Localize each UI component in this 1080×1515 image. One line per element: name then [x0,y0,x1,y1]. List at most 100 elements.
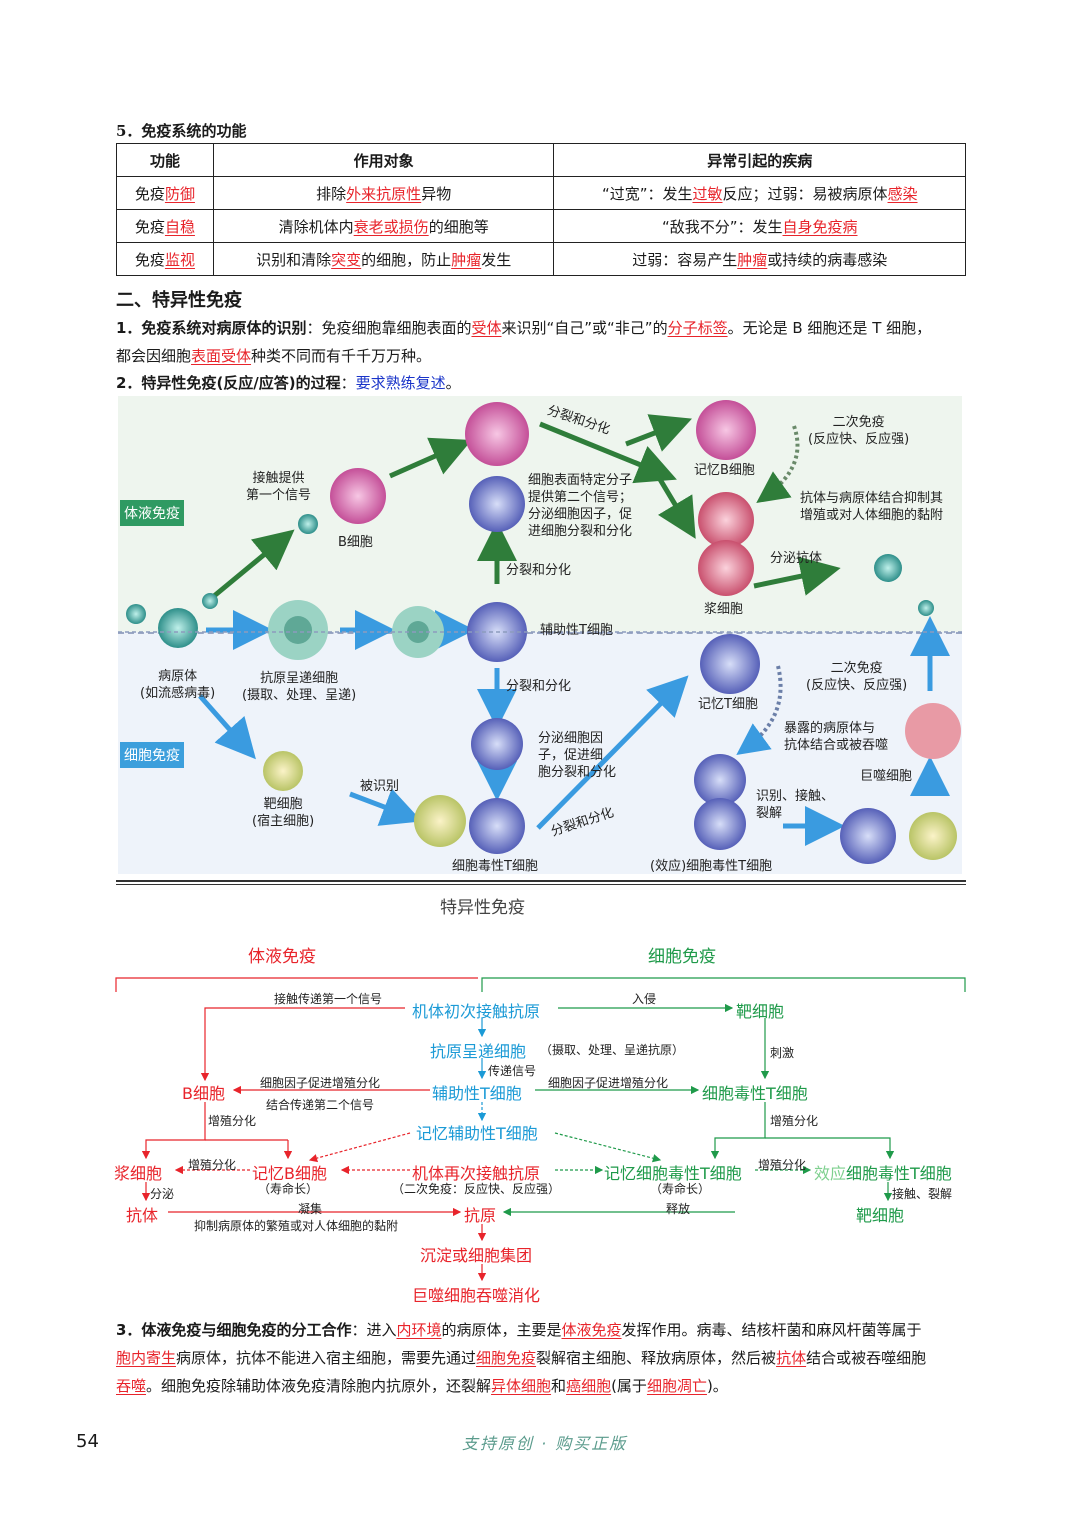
arrow [753,556,841,596]
label-recog-lyse: 识别、接触、 裂解 [756,789,835,821]
map-apc: 抗原呈递细胞 [430,1042,527,1061]
map-macrophage-digest: 巨噬细胞吞噬消化 [412,1286,541,1305]
cellular-tag: 细胞免疫 [120,742,184,768]
dotted-arrow [756,425,800,503]
map-memory-ctl-note: （寿命长） [650,1182,711,1196]
table-cell: 清除机体内衰老或损伤的细胞等 [212,209,555,243]
effector-ctl [840,808,896,864]
table-cell: 免疫防御 [116,176,214,210]
label-memory-b: 记忆B细胞 [694,463,755,478]
label-antibody-bind: 抗体与病原体结合抑制其 增殖或对人体细胞的黏附 [800,491,944,523]
label-second-immunity-2: 二次免疫 (反应快、反应强) [806,661,908,693]
table-header-row: 功能 作用对象 异常引起的疾病 [116,143,966,177]
label-pathogen: 病原体 (如流感病毒) [140,669,216,701]
concept-map: 特异性免疫 体液免疫 细胞免疫 机体初次接触抗原 靶细胞 抗原呈递细胞 （摄取、… [110,890,970,1310]
memory-b-cell [696,400,756,460]
map-helper-t: 辅助性T细胞 [432,1084,522,1103]
plasma-cell [698,492,754,548]
section-5-title: 5．免疫系统的功能 [116,122,247,140]
pathogen-particle [202,593,218,609]
arrow [349,788,423,826]
map-plasma: 浆细胞 [114,1164,163,1183]
table-cell: 免疫监视 [116,242,214,276]
table-cell: 识别和清除突变的细胞，防止肿瘤发生 [212,242,555,276]
effector-ctl [694,798,746,850]
edge-prolif-ctl: 增殖分化 [770,1114,819,1128]
apc-cell-2 [392,606,444,658]
table-cell: 免疫自稳 [116,209,214,243]
label-secrete-antibody: 分泌抗体 [770,551,823,566]
map-ctl: 细胞毒性T细胞 [702,1084,808,1103]
immune-process-figure: 体液免疫 细胞免疫 接触提供 第一个信号 B细胞 分裂和分化 细胞表面特定分子 … [118,396,962,874]
section-2-title: 二、特异性免疫 [116,290,242,311]
map-memory-helper: 记忆辅助性T细胞 [416,1124,538,1143]
page-number: 54 [76,1431,99,1452]
effector-ctl [694,754,746,806]
map-precipitate: 沉淀或细胞集团 [420,1246,533,1265]
table-row: 免疫防御 排除外来抗原性异物 “过宽”：发生过敏反应；过弱：易被病原体感染 [116,176,966,210]
edge-release: 释放 [666,1202,691,1216]
concept-map-lines [115,977,966,1282]
label-ctl: 细胞毒性T细胞 [452,859,538,874]
arrow [643,454,696,539]
map-effector-ctl: 效应细胞毒性T细胞 [814,1164,952,1183]
map-b-cell: B细胞 [182,1084,225,1103]
table-row: 免疫监视 识别和清除突变的细胞，防止肿瘤发生 过弱：容易产生肿瘤或持续的病毒感染 [116,242,966,276]
infected-target-cell [414,795,466,847]
map-antibody: 抗体 [126,1206,159,1225]
edge-stimulate: 刺激 [770,1046,795,1060]
arrow [536,675,689,830]
figure-drawing [118,400,962,864]
label-secrete-cytokine: 分泌细胞因 子，促进细 胞分裂和分化 [538,731,617,780]
label-effector-ctl: (效应)细胞毒性T细胞 [650,859,773,874]
map-second-contact: 机体再次接触抗原 [412,1164,541,1183]
map-first-contact: 机体初次接触抗原 [412,1002,541,1021]
label-plasma: 浆细胞 [704,602,744,617]
label-signal2: 细胞表面特定分子 提供第二个信号； 分泌细胞因子，促 进细胞分裂和分化 [528,473,633,539]
pathogen-cell [158,608,198,648]
divider [116,880,966,885]
edge-prolif-memctl: 增殖分化 [758,1158,807,1172]
table-cell: 排除外来抗原性异物 [212,176,555,210]
label-memory-t: 记忆T细胞 [698,697,758,712]
pathogen-cell [874,554,902,582]
b-cell [330,468,386,524]
pathogen-particle [298,514,318,534]
footer-slogan: 支持原创 · 购买正版 [462,1434,628,1453]
map-target-2: 靶细胞 [856,1206,905,1225]
table-row: 免疫自稳 清除机体内衰老或损伤的细胞等 “敌我不分”：发生自身免疫病 [116,209,966,243]
edge-signal2: 结合传递第二个信号 [266,1098,375,1112]
edge-secrete: 分泌 [150,1187,175,1201]
arrow [206,529,295,603]
map-memory-b: 记忆B细胞 [252,1164,327,1183]
helper-t-cell-top [469,476,525,532]
plasma-cell [698,540,754,596]
map-target-1: 靶细胞 [736,1002,785,1021]
table-cell: 过弱：容易产生肿瘤或持续的病毒感染 [553,242,966,276]
apc-cell [268,600,328,660]
table-header: 作用对象 [212,143,555,177]
table-header: 功能 [116,143,214,177]
map-apc-note: （摄取、处理、呈递抗原） [540,1043,685,1057]
arrow [198,694,256,760]
label-signal1: 接触提供 第一个信号 [246,471,312,503]
label-macrophage: 巨噬细胞 [860,769,913,784]
map-antigen: 抗原 [464,1206,497,1225]
map-root: 特异性免疫 [440,898,525,918]
map-memory-ctl: 记忆细胞毒性T细胞 [604,1164,742,1183]
edge-transmit: 传递信号 [488,1064,537,1078]
label-apc: 抗原呈递细胞 (摄取、处理、呈递) [242,671,357,703]
arrow [625,414,693,452]
activated-b-cell [465,402,529,466]
edge-prolif-b: 增殖分化 [208,1114,257,1128]
label-second-immunity-1: 二次免疫 (反应快、反应强) [808,415,910,447]
label-exposed: 暴露的病原体与 抗体结合或被吞噬 [784,721,889,753]
edge-prolif-memb: 增殖分化 [188,1158,237,1172]
label-split2: 分裂和分化 [506,563,572,578]
map-cellular: 细胞免疫 [648,947,716,967]
map-humoral: 体液免疫 [248,947,316,967]
table-cell: “敌我不分”：发生自身免疫病 [553,209,966,243]
edge-inhibit: 抑制病原体的繁殖或对人体细胞的黏附 [194,1219,399,1233]
label-recognized: 被识别 [360,779,400,794]
immune-function-table: 功能 作用对象 异常引起的疾病 免疫防御 排除外来抗原性异物 “过宽”：发生过敏… [116,143,966,276]
